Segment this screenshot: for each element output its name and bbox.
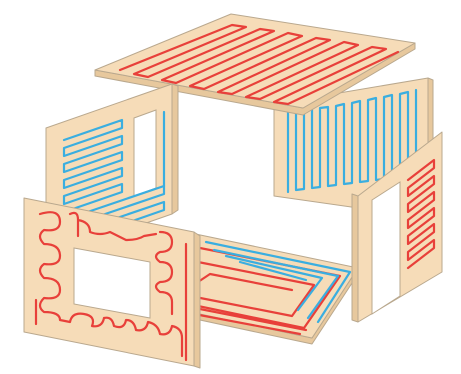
left-wall-window — [134, 110, 156, 196]
front-wall-panel — [24, 198, 200, 368]
left-wall-edge — [172, 84, 178, 214]
right-wall-edge — [352, 194, 358, 322]
right-wall-doorway — [372, 182, 400, 314]
front-wall-edge — [194, 232, 200, 368]
